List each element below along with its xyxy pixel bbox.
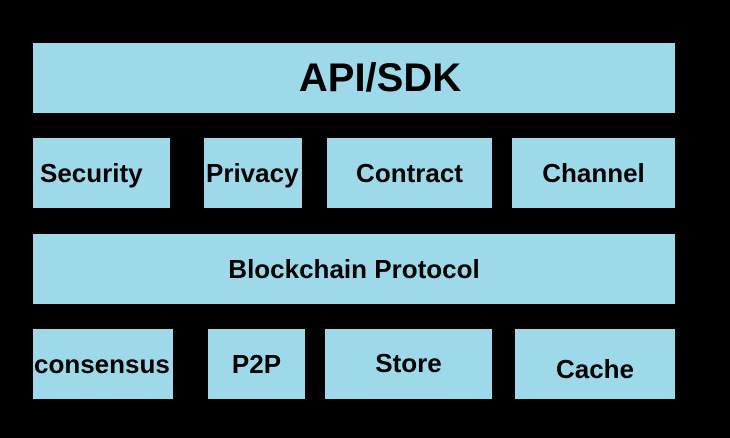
p2p-block: P2P (208, 329, 305, 399)
api-sdk-label: API/SDK (298, 55, 462, 100)
security-label: Security (40, 157, 143, 188)
consensus-label: consensus (34, 348, 170, 379)
cache-block: Cache (515, 329, 675, 399)
store-block: Store (325, 329, 492, 399)
store-label: Store (375, 348, 442, 378)
channel-label: Channel (542, 157, 645, 188)
contract-block: Contract (327, 138, 492, 208)
consensus-block: consensus (33, 329, 173, 399)
privacy-block: Privacy (204, 138, 302, 208)
security-block: Security (33, 138, 170, 208)
cache-label: Cache (555, 354, 635, 384)
channel-block: Channel (512, 138, 675, 208)
privacy-label: Privacy (206, 157, 299, 188)
p2p-label: P2P (231, 348, 282, 379)
blockchain-protocol-label: Blockchain Protocol (228, 253, 480, 284)
api-sdk-block: API/SDK (33, 43, 675, 113)
blockchain-protocol-block: Blockchain Protocol (33, 234, 675, 304)
contract-label: Contract (356, 157, 463, 188)
